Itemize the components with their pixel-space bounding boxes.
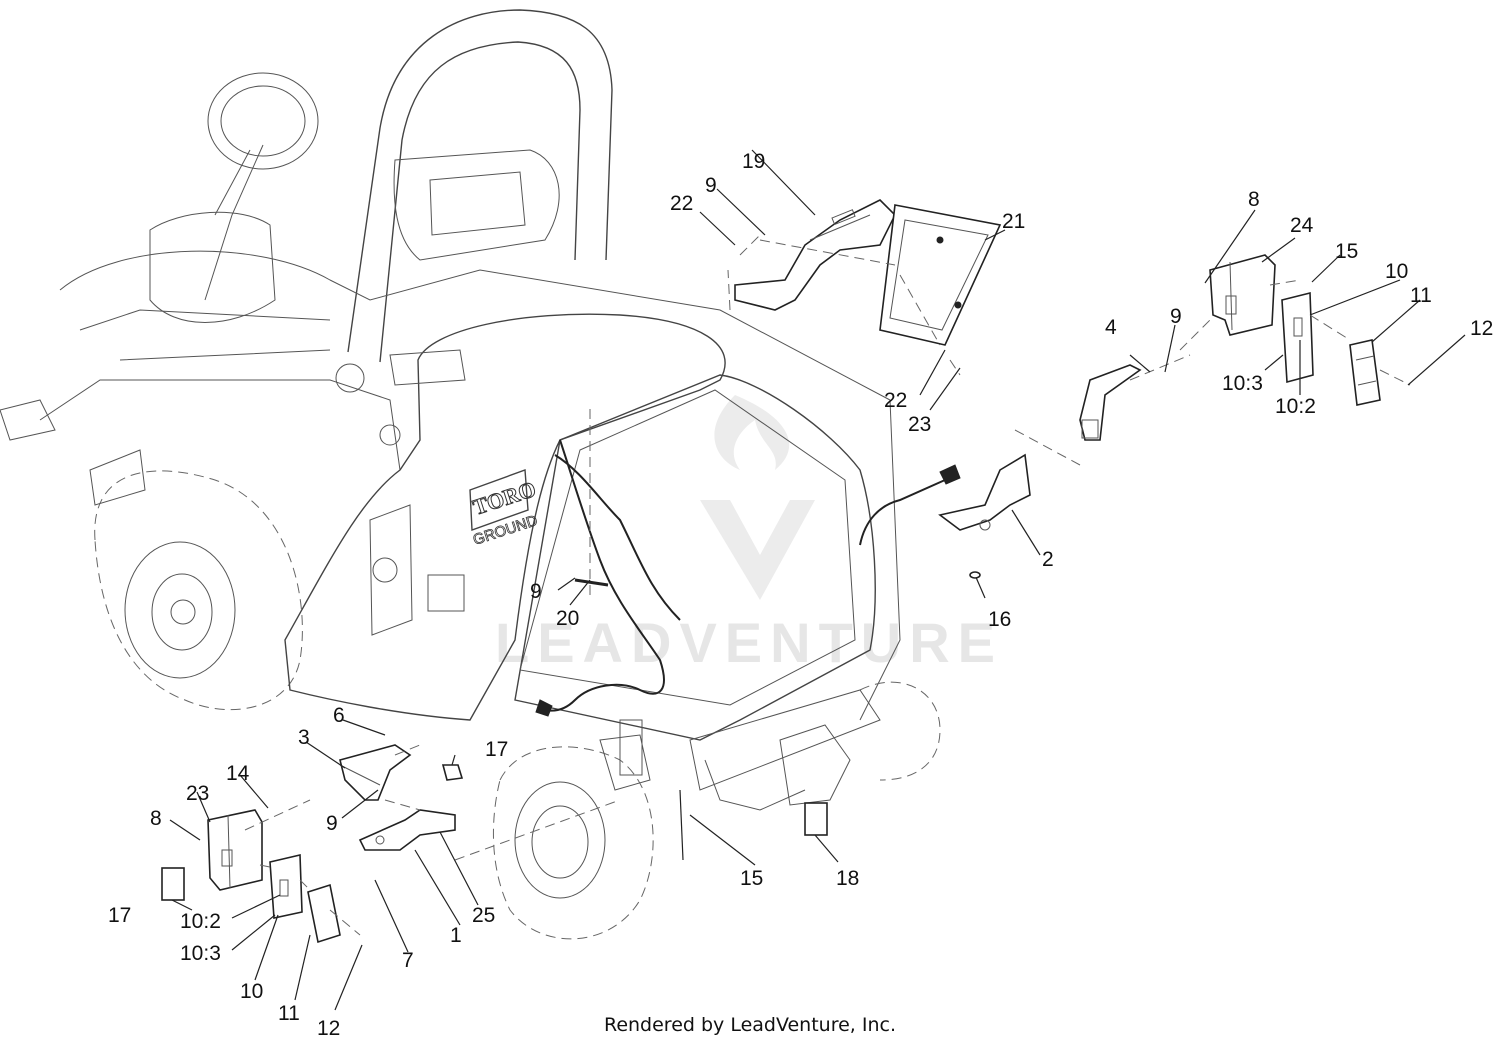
- callout-4: 4: [1105, 316, 1117, 339]
- bolt-15-right: [969, 571, 986, 599]
- callout-22: 23: [908, 413, 931, 436]
- callout-24: 24: [1290, 214, 1314, 237]
- callout-8: 8: [150, 807, 162, 830]
- callout-18: 19: [742, 150, 765, 173]
- callout-10-2: 10:2: [180, 910, 221, 933]
- plate-10-left: [269, 853, 303, 919]
- callout-12: 12: [317, 1017, 340, 1040]
- callout-23: 23: [186, 782, 209, 805]
- callout-3: 3: [298, 726, 310, 749]
- callout-25: 25: [472, 904, 495, 927]
- lens-11-left: [307, 883, 341, 944]
- watermark: LEADVENTURE: [495, 395, 1003, 674]
- callout-12: 12: [1470, 317, 1493, 340]
- callout-10-3: 10:3: [180, 942, 221, 965]
- callout-9: 9: [530, 580, 542, 603]
- bracket-25: [358, 809, 456, 851]
- bracket-4: [1079, 364, 1142, 441]
- callout-11: 11: [278, 1002, 300, 1025]
- callout-20: 21: [1002, 210, 1025, 233]
- footer-credit: Rendered by LeadVenture, Inc.: [603, 1014, 897, 1036]
- nut-16: [441, 764, 464, 781]
- callout-19: 20: [556, 607, 579, 630]
- bracket-3: [339, 744, 412, 801]
- light-housing-23: [207, 809, 263, 891]
- callout-9: 9: [1170, 305, 1182, 328]
- pin-19: [574, 578, 609, 587]
- light-housing-24: [1209, 254, 1276, 336]
- watermark-text: LEADVENTURE: [495, 611, 1003, 674]
- callout-11: 11: [1410, 284, 1432, 307]
- callout-10: 10: [1385, 260, 1408, 283]
- bracket-2: [938, 453, 1031, 531]
- bolt-15-left: [679, 789, 684, 861]
- callout-9: 9: [326, 812, 338, 835]
- callout-15: 15: [740, 867, 763, 890]
- bracket-18: [734, 199, 896, 311]
- callout-10-3: 10:3: [1222, 372, 1263, 395]
- callout-14: 14: [226, 762, 250, 785]
- callout-15: 16: [988, 608, 1011, 631]
- callout-7: 7: [402, 949, 414, 972]
- callout-1: 1: [450, 924, 462, 947]
- callouts: 19 9 22 21 8 24 15 10 11 12 4 9 10:3 10:…: [108, 149, 1493, 1040]
- callout-2: 2: [1042, 548, 1054, 571]
- reflector-17-left: [161, 867, 185, 901]
- callout-16: 17: [485, 738, 508, 761]
- callout-14: 15: [1335, 240, 1358, 263]
- mower-machine: TORO GROUND: [0, 9, 961, 940]
- callout-22: 22: [670, 192, 693, 215]
- callout-17: 17: [108, 904, 131, 927]
- callout-6: 6: [333, 704, 345, 727]
- callout-10: 10: [240, 980, 263, 1003]
- smv-emblem-20: [879, 204, 1002, 346]
- callout-9: 9: [705, 174, 717, 197]
- toro-decal: TORO GROUND: [469, 469, 540, 549]
- callout-21: 22: [884, 389, 907, 412]
- callout-17: 18: [836, 867, 859, 890]
- plate-10-right: [1281, 291, 1314, 384]
- assembly-lines: [244, 234, 1411, 936]
- reflector-17-right: [804, 802, 828, 836]
- callout-10-2: 10:2: [1275, 395, 1316, 418]
- engine-label: [427, 574, 465, 612]
- lens-11-right: [1349, 339, 1381, 406]
- callout-8: 8: [1248, 188, 1260, 211]
